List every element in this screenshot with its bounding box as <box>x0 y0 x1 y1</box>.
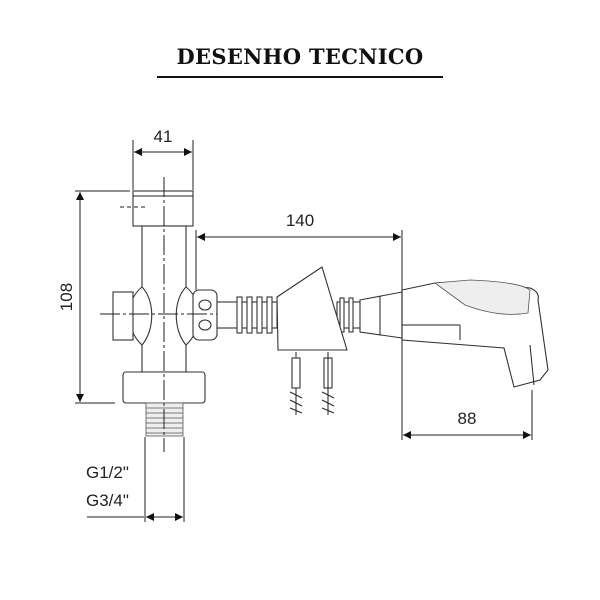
thread-label-g3-4: G3/4" <box>86 491 129 510</box>
title-underline <box>157 76 443 78</box>
dimension-label-88: 88 <box>458 409 477 428</box>
dimension-shower-length: 88 <box>403 390 533 440</box>
hose <box>216 291 403 339</box>
dimension-height: 108 <box>57 190 130 404</box>
dimension-hose-length: 140 <box>195 211 403 440</box>
dimension-label-108: 108 <box>57 283 76 311</box>
dimension-thread: G1/2" G3/4" <box>86 437 185 522</box>
dimension-label-140: 140 <box>286 211 314 230</box>
page-title: DESENHO TECNICO <box>176 44 424 69</box>
dimension-top-width: 41 <box>132 127 194 190</box>
wall-bracket <box>276 266 348 415</box>
hand-shower <box>401 279 549 388</box>
dimension-label-41: 41 <box>154 127 173 146</box>
valve-body <box>100 177 220 452</box>
thread-label-g1-2: G1/2" <box>86 463 129 482</box>
